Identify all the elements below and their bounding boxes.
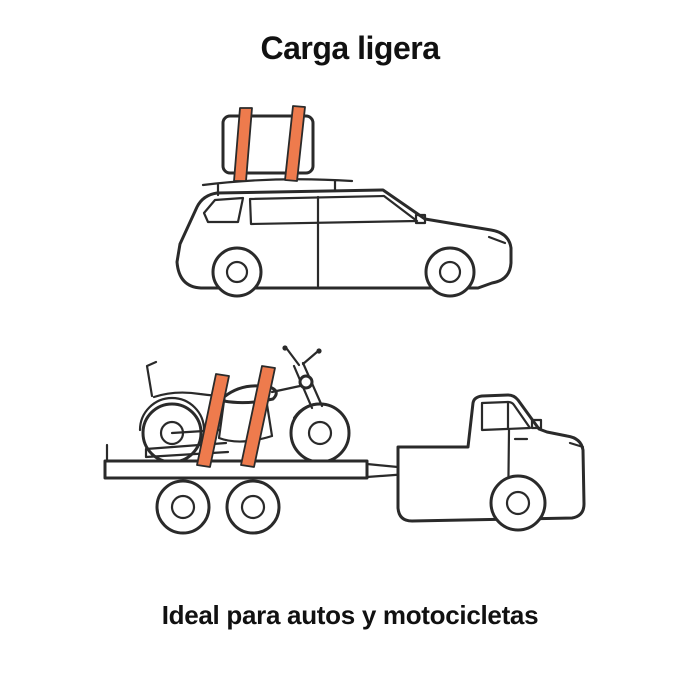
caption-text: Ideal para autos y motocicletas [161, 600, 539, 630]
car-front-hub [438, 260, 462, 284]
motorcycle-headlight [298, 374, 314, 390]
car-rear-wheel [211, 246, 263, 298]
trailer-hub-right [240, 494, 266, 520]
car-front-wheel [424, 246, 476, 298]
tie-down-strap-cargo-right [284, 105, 306, 182]
motorcycle [138, 345, 351, 464]
trailer-wheel-right [225, 479, 281, 535]
motorcycle-grip-left [282, 345, 288, 351]
car-illustration [175, 105, 513, 298]
car-side-mirror [414, 213, 427, 225]
roof-rack [201, 178, 354, 197]
motorcycle-front-fender [292, 402, 351, 430]
truck-front-wheel [489, 474, 547, 532]
motorcycle-front-hub [307, 420, 333, 446]
truck-trailer-illustration [103, 345, 586, 535]
motorcycle-backrest [145, 360, 158, 398]
tie-down-strap-moto-left [196, 373, 230, 468]
truck-side-mirror [530, 418, 543, 430]
car-headlight [487, 235, 507, 245]
motorcycle-grip-right [316, 348, 322, 354]
tie-down-strap-moto-right [240, 365, 276, 468]
motorcycle-frame [270, 384, 302, 394]
truck-headlight [568, 441, 585, 449]
page-title: Carga ligera [260, 30, 440, 66]
tie-down-strap-cargo-left [233, 107, 253, 182]
truck-front-hub [505, 490, 531, 516]
car-rear-hub [225, 260, 249, 284]
trailer-platform [103, 459, 369, 480]
motorcycle-handlebars [285, 347, 319, 367]
trailer-wheel-left [155, 479, 211, 535]
motorcycle-rear-fender [138, 396, 206, 432]
trailer-hub-left [170, 494, 196, 520]
car-rear-window [202, 196, 245, 224]
